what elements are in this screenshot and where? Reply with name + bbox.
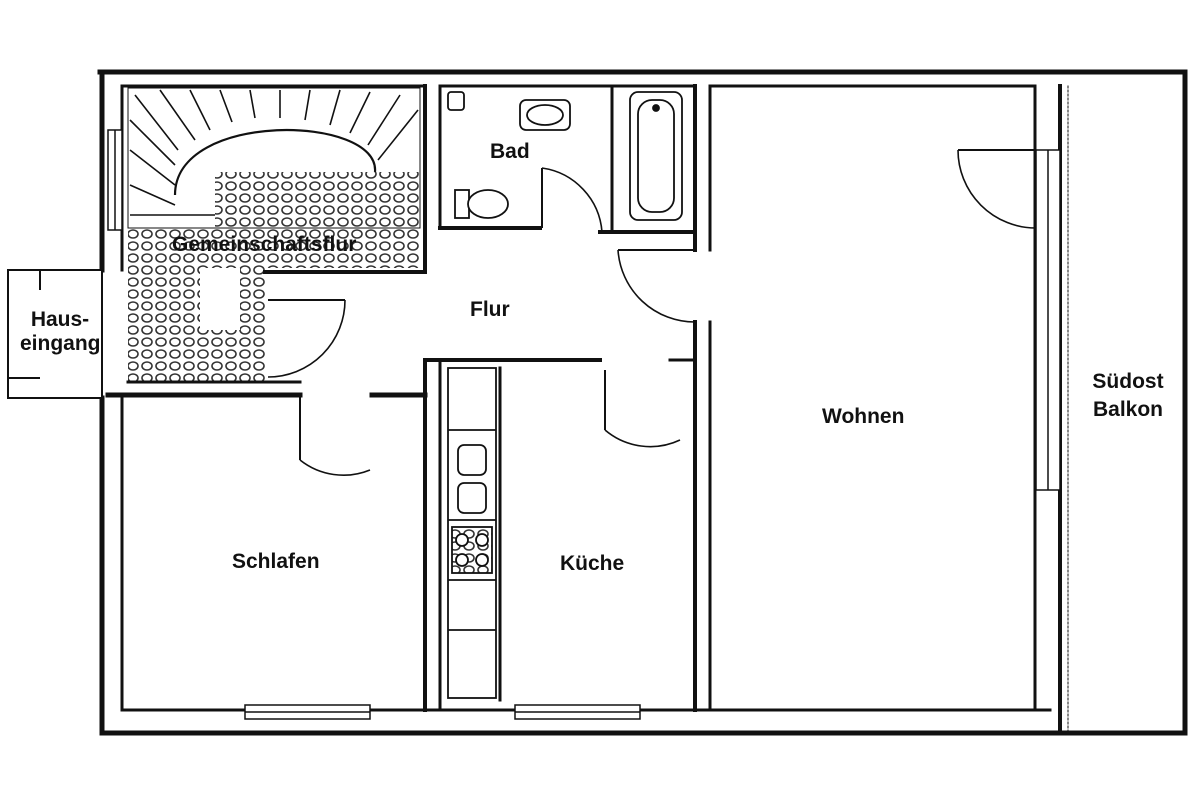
kitchen-fixtures — [447, 367, 497, 699]
bathroom-fixtures — [447, 91, 683, 221]
room-label-kitchen: Küche — [560, 552, 625, 575]
room-label-bedroom: Schlafen — [232, 550, 320, 573]
room-label-living: Wohnen — [822, 405, 905, 428]
room-label-hallway: Flur — [470, 298, 510, 321]
entrance-marks — [8, 270, 41, 379]
room-label-balcony-line2: Balkon — [1092, 398, 1163, 421]
room-label-stair-hall: Gemeinschaftsflur — [172, 233, 357, 256]
windows — [107, 129, 1061, 720]
room-label-bathroom: Bad — [490, 140, 530, 163]
walls — [7, 69, 1188, 736]
doors — [267, 149, 1037, 476]
staircase — [127, 87, 421, 229]
room-label-entrance-line2: eingang — [20, 332, 101, 355]
room-label-balcony-line1: Südost — [1092, 370, 1164, 393]
stair-hall-tiles — [128, 172, 420, 382]
room-label-entrance-line1: Haus- — [30, 308, 90, 331]
